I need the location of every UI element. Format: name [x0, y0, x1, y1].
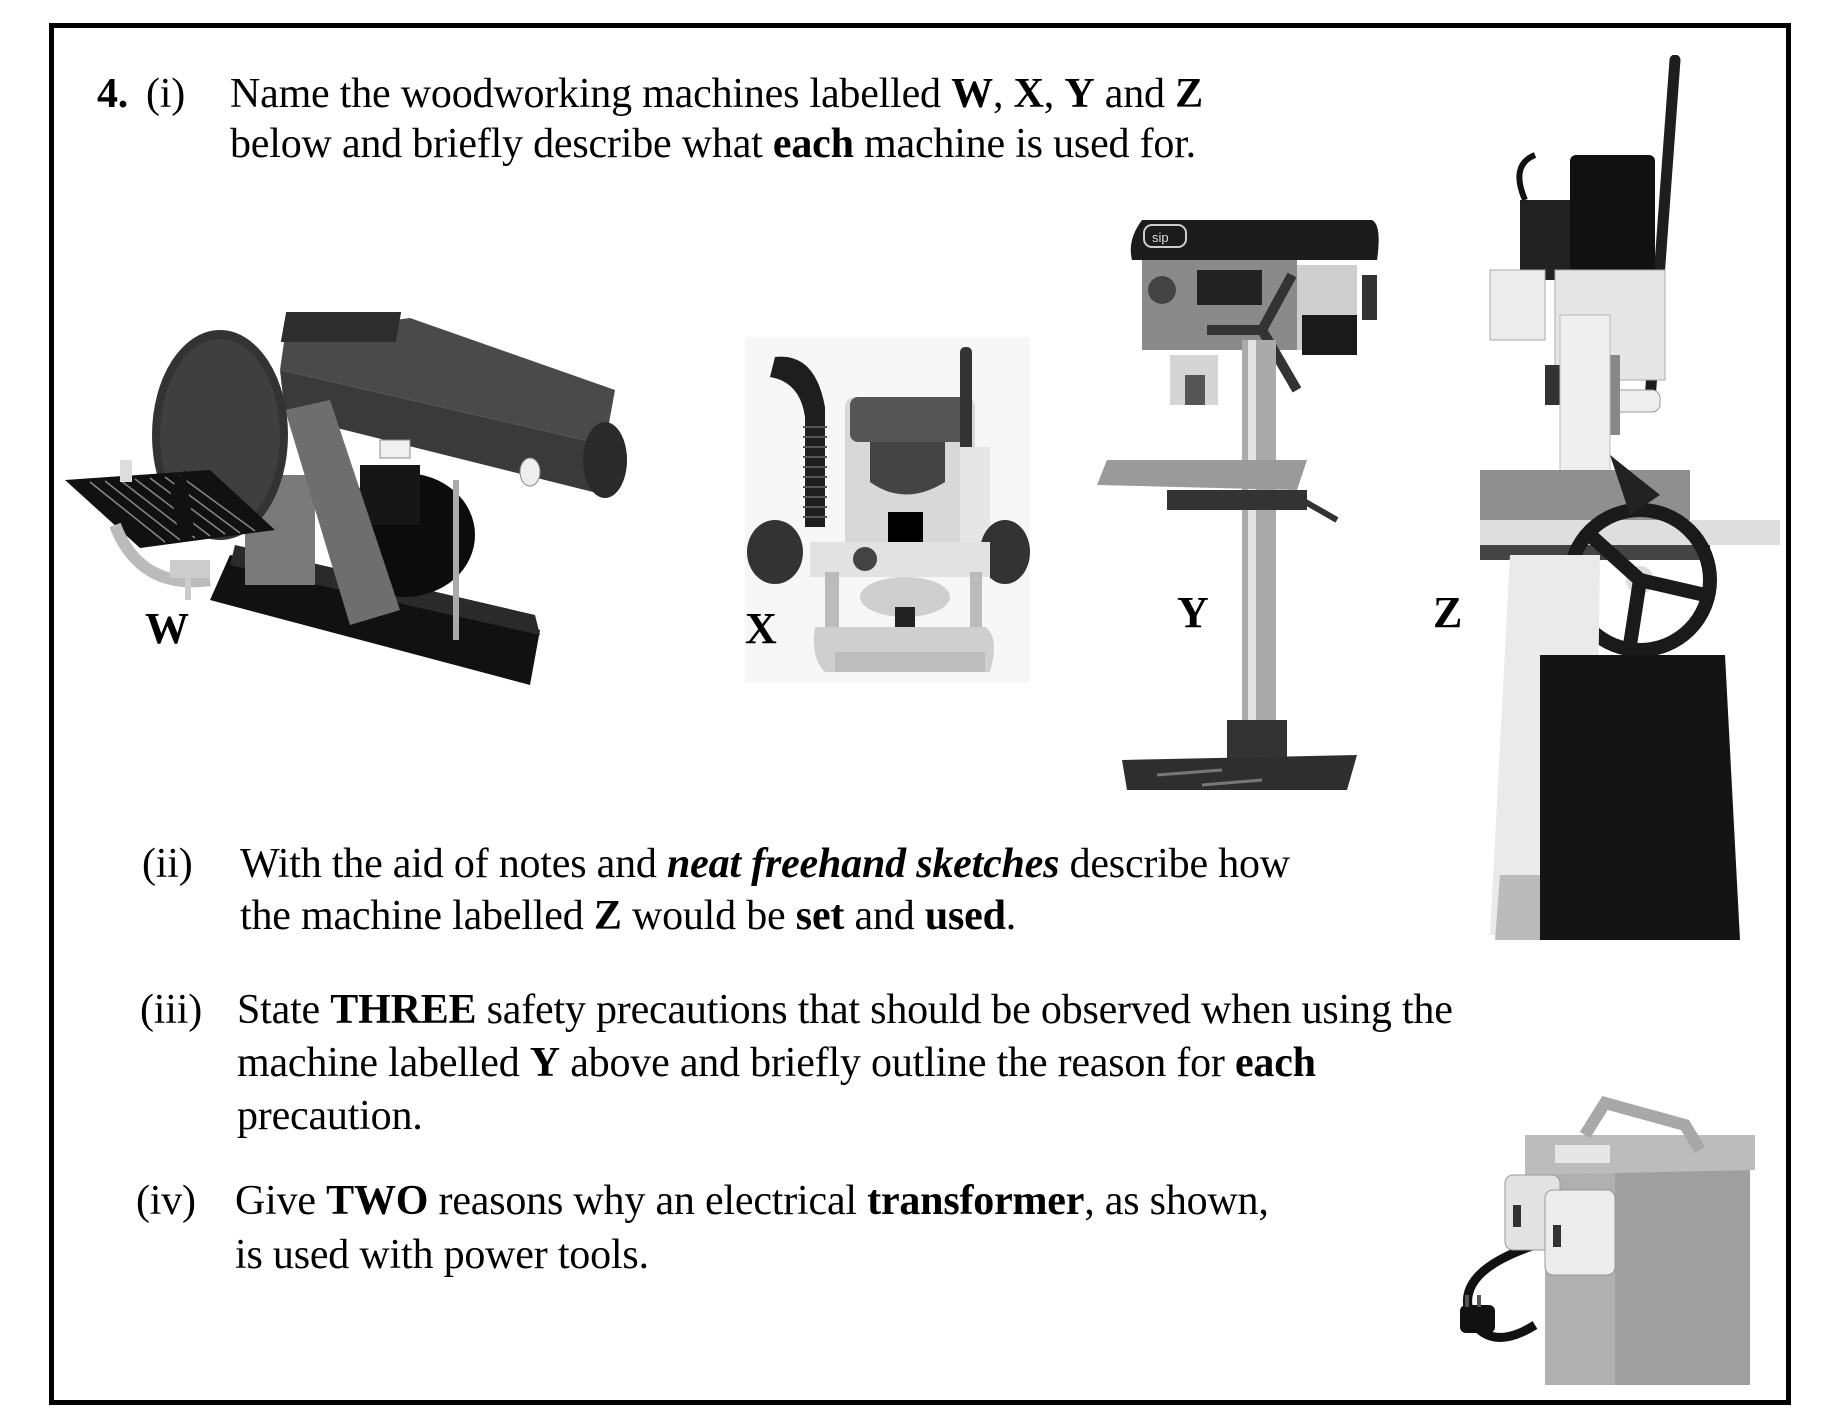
text-segment: State [237, 987, 331, 1033]
figure-w-belt-disc-sander [60, 290, 630, 690]
label-y: Y [1177, 588, 1209, 637]
part-i-id: (i) [146, 71, 186, 117]
text-segment: and [1094, 71, 1176, 117]
part-i-line-2: below and briefly describe what each mac… [230, 118, 1196, 170]
transformer-illustration [1460, 1096, 1755, 1385]
label-x: X [745, 604, 777, 653]
text-segment: is used with power tools. [235, 1232, 649, 1278]
text-segment: . [1005, 893, 1017, 939]
text-segment: neat freehand sketches [667, 841, 1060, 887]
text-segment: safety precautions that should be observ… [476, 987, 1453, 1033]
text-segment: , as shown, [1084, 1178, 1269, 1224]
label-w: W [145, 604, 189, 653]
plunge-router-illustration [747, 347, 1030, 672]
text-segment: above and briefly outline the reason for [559, 1040, 1235, 1086]
text-segment: transformer [867, 1178, 1085, 1224]
text-segment: TWO [326, 1178, 429, 1224]
part-i-line-1: Name the woodworking machines labelled W… [230, 68, 1203, 120]
part-ii-line-1: With the aid of notes and neat freehand … [240, 838, 1290, 890]
part-iii-line-1: State THREE safety precautions that shou… [237, 984, 1453, 1036]
part-iv-line-1: Give TWO reasons why an electrical trans… [235, 1175, 1269, 1227]
pillar-drill-illustration: sip [1097, 220, 1379, 790]
part-ii-id: (ii) [142, 841, 193, 887]
text-segment: each [1234, 1040, 1316, 1086]
mortiser-illustration [1480, 55, 1780, 940]
text-segment: each [772, 121, 854, 167]
part-iii-line-3: precaution. [237, 1090, 423, 1142]
text-segment: , [992, 71, 1014, 117]
part-ii-line-2: the machine labelled Z would be set and … [240, 890, 1016, 942]
part-iii-line-2: machine labelled Y above and briefly out… [237, 1037, 1316, 1089]
text-segment: Z [593, 893, 622, 939]
text-segment: used [924, 893, 1006, 939]
figure-y-pillar-drill: sip [1082, 215, 1402, 795]
text-segment: machine labelled [237, 1040, 530, 1086]
text-segment: machine is used for. [853, 121, 1196, 167]
text-segment: Y [529, 1040, 560, 1086]
part-iv-line-2: is used with power tools. [235, 1229, 649, 1281]
figure-x-plunge-router [745, 337, 1030, 683]
text-segment: With the aid of notes and [240, 841, 668, 887]
part-iv-id: (iv) [136, 1178, 196, 1224]
part-iii-id: (iii) [140, 987, 202, 1033]
question-frame [49, 23, 1791, 1405]
text-segment: below and briefly describe what [230, 121, 773, 167]
text-segment: Y [1064, 71, 1095, 117]
text-segment: Name the woodworking machines labelled [230, 71, 952, 117]
text-segment: W [951, 71, 993, 117]
text-segment: set [795, 893, 845, 939]
question-number: 4. [97, 71, 129, 117]
text-segment: THREE [330, 987, 477, 1033]
figure-transformer [1455, 1095, 1775, 1390]
text-segment: Give [235, 1178, 327, 1224]
label-z: Z [1433, 588, 1463, 637]
text-segment: Z [1175, 71, 1203, 117]
text-segment: X [1013, 71, 1044, 117]
text-segment: and [844, 893, 925, 939]
text-segment: describe how [1059, 841, 1291, 887]
text-segment: , [1043, 71, 1065, 117]
text-segment: precaution. [237, 1093, 423, 1139]
text-segment: the machine labelled [240, 893, 594, 939]
text-segment: would be [621, 893, 796, 939]
belt-disc-sander-illustration [65, 312, 627, 685]
figure-z-mortiser [1480, 55, 1780, 955]
brand-badge: sip [1152, 230, 1169, 245]
text-segment: reasons why an electrical [428, 1178, 868, 1224]
